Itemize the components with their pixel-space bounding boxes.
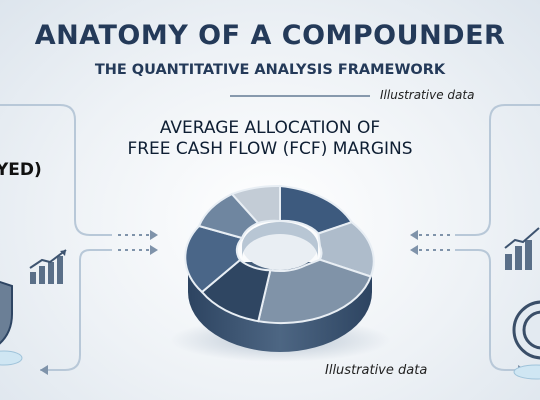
- donut-segment: [257, 258, 372, 325]
- left-connector-line: [40, 249, 112, 371]
- illustrative-note-bottom: Illustrative data: [325, 363, 428, 378]
- left-panel-frame: [0, 104, 112, 236]
- bar-chart-icon: [29, 249, 67, 284]
- page-subtitle: THE QUANTITATIVE ANALYSIS FRAMEWORK: [94, 62, 446, 78]
- shield-icon: [0, 280, 23, 366]
- donut-segment: [230, 184, 281, 225]
- chart-title: AVERAGE ALLOCATION OF FREE CASH FLOW (FC…: [0, 118, 540, 160]
- left-panel-text: YED): [0, 160, 42, 180]
- target-icon: [512, 300, 540, 380]
- chart-title-line1: AVERAGE ALLOCATION OF: [159, 118, 381, 138]
- bar-chart-icon: [504, 227, 540, 270]
- left-arrow-head: [150, 230, 158, 240]
- right-panel-frame: [455, 104, 540, 236]
- title-divider: [230, 95, 370, 97]
- page-title: ANATOMY OF A COMPOUNDER: [34, 20, 506, 51]
- right-connector-line: [455, 249, 525, 371]
- illustrative-note-top: Illustrative data: [380, 88, 475, 102]
- donut-segment: [184, 224, 244, 294]
- right-arrow-head: [410, 230, 418, 240]
- donut-hole-wall: [242, 222, 318, 258]
- chart-title-line2: FREE CASH FLOW (FCF) MARGINS: [127, 139, 413, 159]
- donut-segment: [200, 258, 272, 323]
- left-bottom-arrow-head: [40, 365, 48, 375]
